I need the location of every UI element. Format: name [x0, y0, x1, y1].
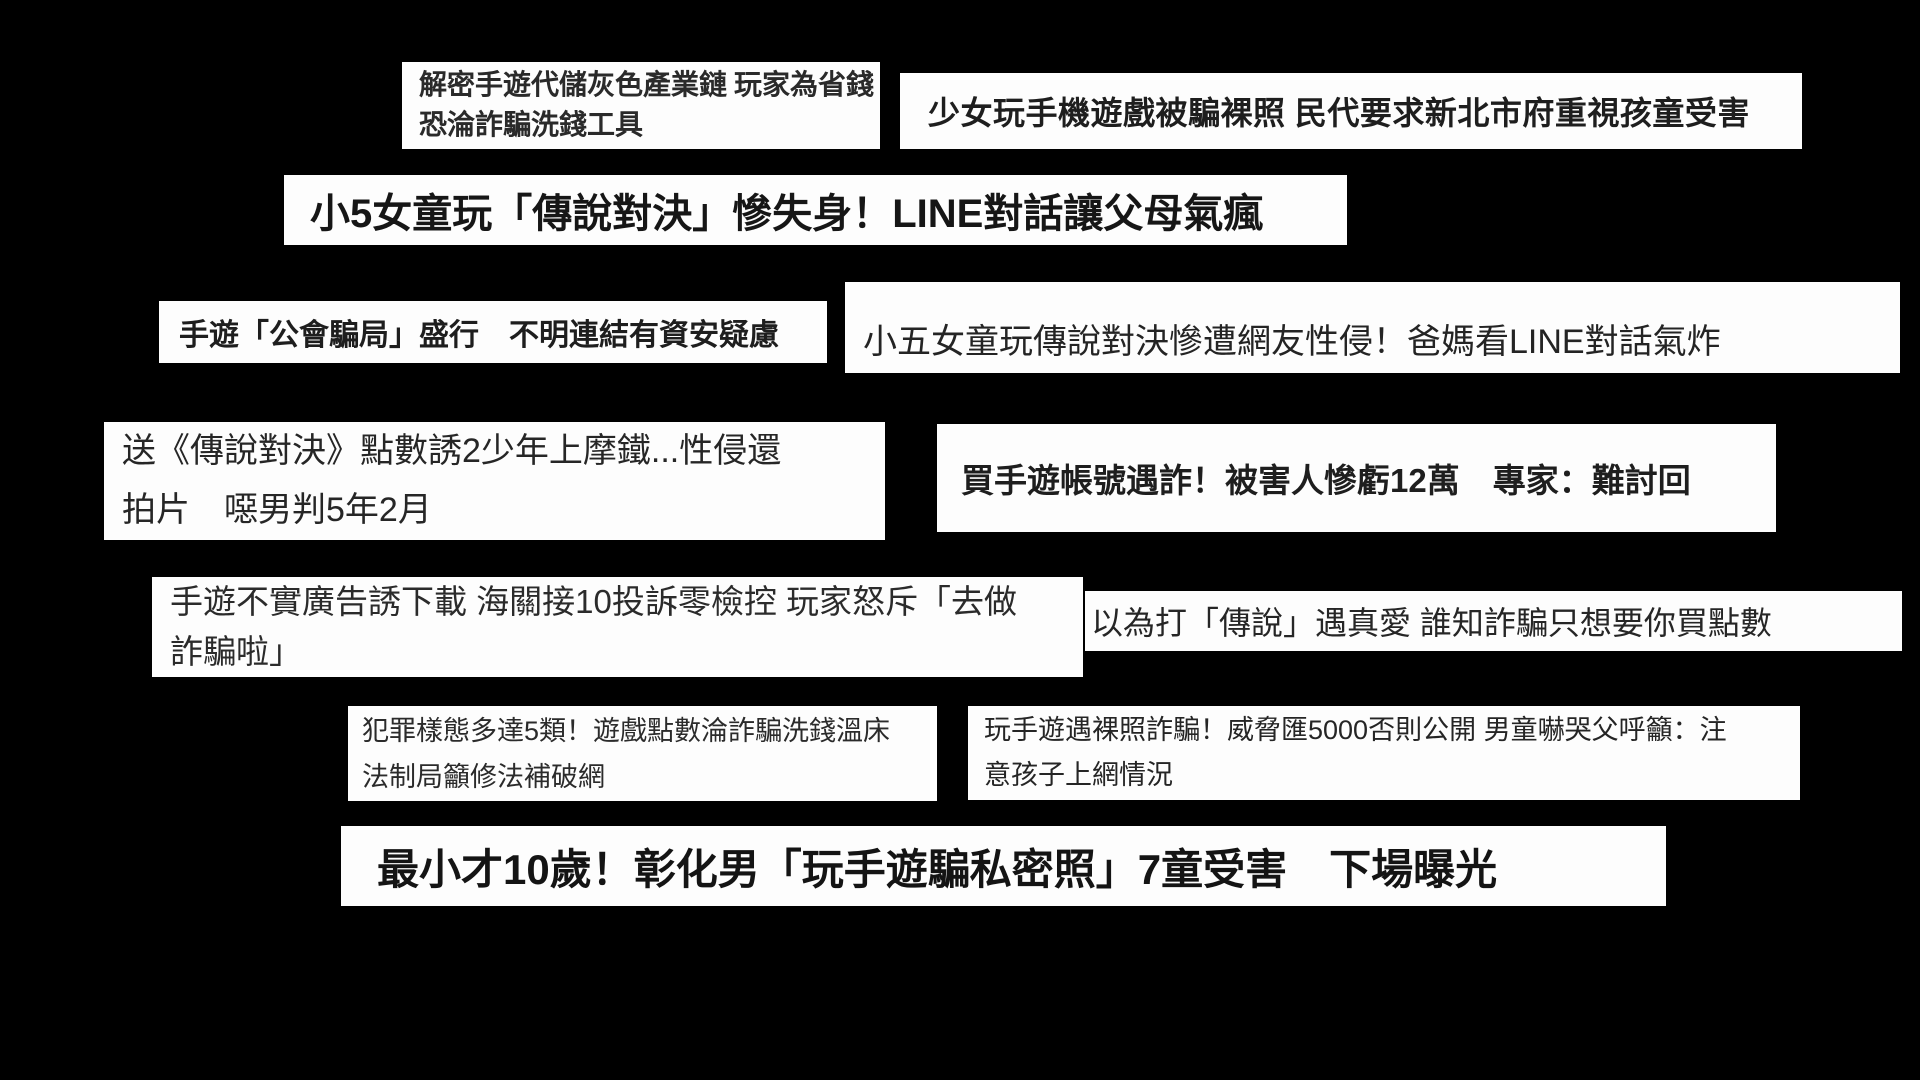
- headline-card-7: 買手遊帳號遇詐！被害人慘虧12萬 專家：難討回: [937, 424, 1776, 532]
- headline-text: 送《傳說對決》點數誘2少年上摩鐵...性侵還: [122, 432, 782, 470]
- headline-card-11: 玩手遊遇裸照詐騙！威脅匯5000否則公開 男童嚇哭父呼籲：注 意孩子上網情況: [968, 706, 1800, 800]
- headline-text: 以為打「傳說」遇真愛 誰知詐騙只想要你買點數: [1091, 605, 1772, 641]
- headline-text: 拍片 噁男判5年2月: [122, 491, 432, 529]
- headline-text: 詐騙啦」: [170, 633, 302, 670]
- headline-text: 買手遊帳號遇詐！被害人慘虧12萬 專家：難討回: [961, 462, 1691, 499]
- headline-card-4: 手遊「公會騙局」盛行 不明連結有資安疑慮: [159, 301, 827, 363]
- headline-text: 手遊「公會騙局」盛行 不明連結有資安疑慮: [179, 319, 779, 352]
- headline-text: 玩手遊遇裸照詐騙！威脅匯5000否則公開 男童嚇哭父呼籲：注: [984, 715, 1727, 745]
- headline-card-2: 少女玩手機遊戲被騙裸照 民代要求新北市府重視孩童受害: [900, 73, 1802, 149]
- headline-text: 意孩子上網情況: [984, 760, 1173, 790]
- headline-card-5: 小五女童玩傳說對決慘遭網友性侵！爸媽看LINE對話氣炸: [845, 282, 1900, 373]
- headline-text: 法制局籲修法補破網: [362, 761, 605, 792]
- headline-card-6: 送《傳說對決》點數誘2少年上摩鐵...性侵還 拍片 噁男判5年2月: [104, 422, 885, 540]
- headline-card-12: 最小才10歲！彰化男「玩手遊騙私密照」7童受害 下場曝光: [341, 826, 1666, 906]
- headline-text: 小5女童玩「傳說對決」慘失身！LINE對話讓父母氣瘋: [310, 192, 1264, 236]
- headline-text: 犯罪樣態多達5類！遊戲點數淪詐騙洗錢溫床: [362, 715, 891, 746]
- headline-text: 恐淪詐騙洗錢工具: [419, 109, 644, 141]
- headline-card-3: 小5女童玩「傳說對決」慘失身！LINE對話讓父母氣瘋: [284, 175, 1347, 245]
- headline-text: 最小才10歲！彰化男「玩手遊騙私密照」7童受害 下場曝光: [377, 845, 1498, 893]
- headline-text: 解密手遊代儲灰色產業鏈 玩家為省錢: [419, 69, 875, 101]
- headline-card-9: 以為打「傳說」遇真愛 誰知詐騙只想要你買點數: [1085, 591, 1902, 651]
- headline-text: 少女玩手機遊戲被騙裸照 民代要求新北市府重視孩童受害: [928, 95, 1750, 131]
- headline-card-10: 犯罪樣態多達5類！遊戲點數淪詐騙洗錢溫床 法制局籲修法補破網: [348, 706, 937, 801]
- headline-text: 手遊不實廣告誘下載 海關接10投訴零檢控 玩家怒斥「去做: [170, 583, 1018, 620]
- headline-card-8: 手遊不實廣告誘下載 海關接10投訴零檢控 玩家怒斥「去做 詐騙啦」: [152, 577, 1083, 677]
- headline-text: 小五女童玩傳說對決慘遭網友性侵！爸媽看LINE對話氣炸: [863, 323, 1721, 361]
- headline-card-1: 解密手遊代儲灰色產業鏈 玩家為省錢 恐淪詐騙洗錢工具: [402, 62, 880, 149]
